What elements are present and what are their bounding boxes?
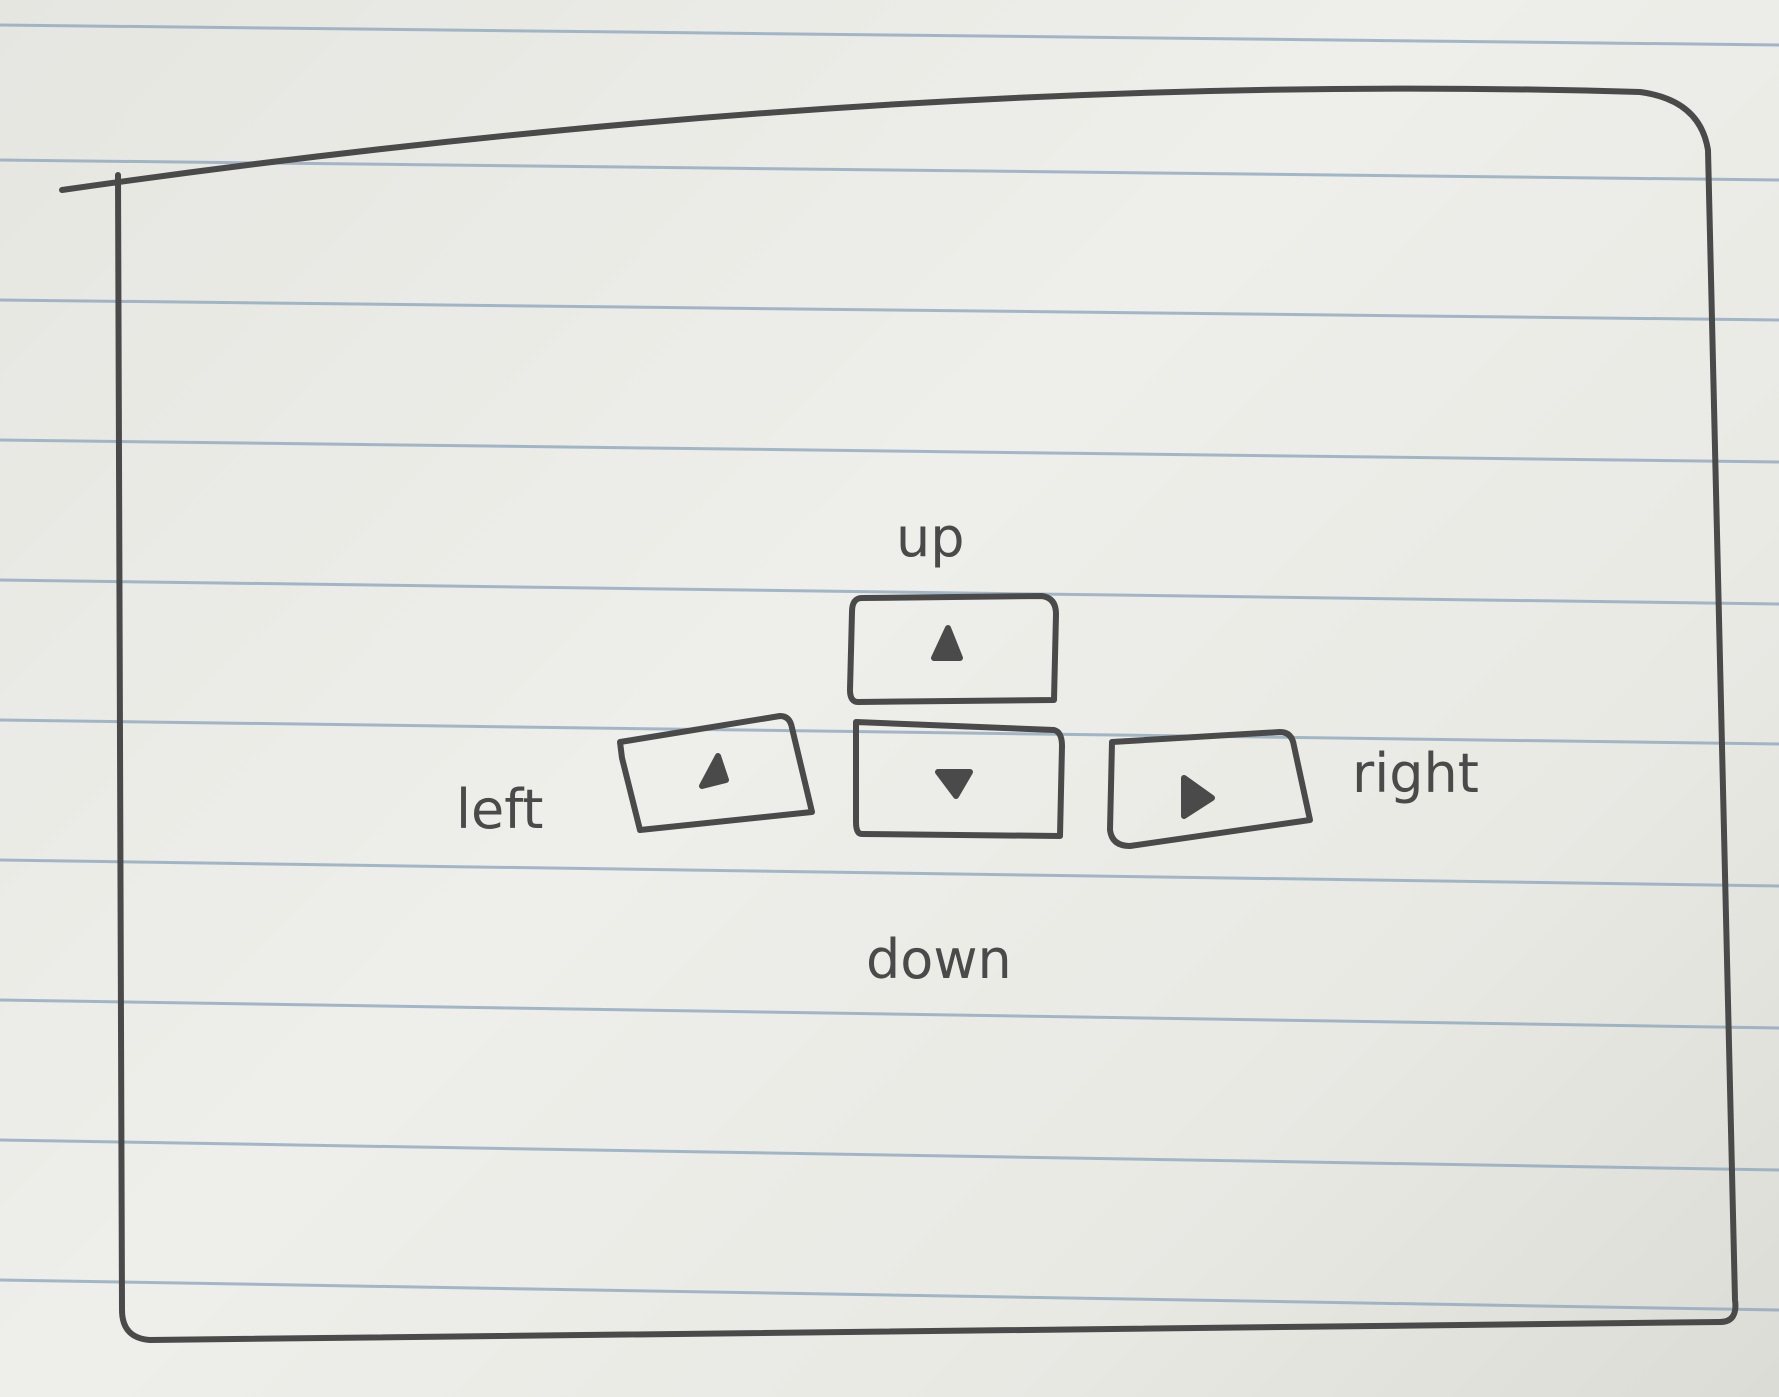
up-label: up [896,506,965,569]
left-button[interactable] [617,713,815,833]
triangle-left-icon [699,753,729,789]
screen-frame [59,85,1739,1343]
down-label: down [866,928,1012,991]
left-label: left [456,778,543,841]
triangle-down-icon [935,769,973,799]
triangle-right-icon [1181,775,1215,819]
triangle-up-icon [931,625,963,661]
down-button[interactable] [853,719,1065,839]
up-button[interactable] [847,593,1059,705]
right-button[interactable] [1107,729,1313,849]
right-label: right [1352,742,1479,805]
